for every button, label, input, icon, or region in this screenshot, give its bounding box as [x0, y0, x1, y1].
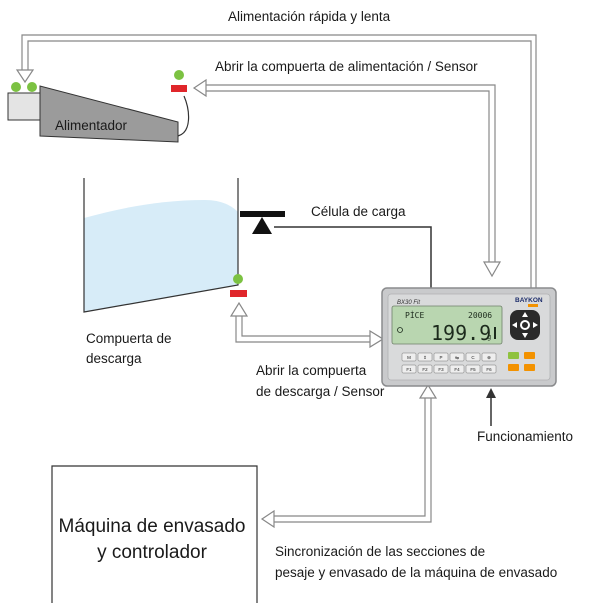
signal-bar-icon [494, 327, 496, 339]
keypad-key-label: F6 [486, 367, 492, 372]
keypad-key-label: F1 [406, 367, 412, 372]
label-discharge-gate-line1: Compuerta de [86, 331, 172, 346]
lcd-display [391, 305, 503, 345]
brand-swoosh [528, 304, 538, 307]
feed-gate-sensor [174, 70, 184, 80]
label-open-discharge-line1: Abrir la compuerta [256, 363, 367, 378]
weighing-hopper [83, 178, 247, 313]
hopper-walls [83, 178, 239, 313]
keypad-key-label: ⇆ [455, 355, 459, 360]
machine-label-line2: y controlador [97, 542, 208, 563]
side-key-right[interactable] [524, 364, 535, 371]
side-key-esc[interactable] [508, 352, 519, 359]
label-discharge-gate-line2: descarga [86, 351, 142, 366]
keypad-key-label: C [471, 355, 475, 360]
keypad-key[interactable] [401, 364, 417, 374]
side-key-enter[interactable] [524, 352, 535, 359]
lcd-unit: g [487, 333, 491, 341]
feeder-sensor-left [11, 82, 21, 92]
weighing-indicator: BX30 Fit BAYKON PİCE 20006 199.9 g M ⇕ P ⇆ C… [381, 287, 557, 387]
keypad-key-label: P [439, 355, 442, 360]
load-cell-bar [240, 211, 285, 217]
load-cell [240, 211, 285, 234]
keypad-key[interactable] [449, 352, 465, 362]
nav-left-icon[interactable] [512, 322, 517, 328]
label-operation: Funcionamiento [477, 429, 573, 444]
feed-control-loop-arrow [21, 34, 537, 288]
feeder [7, 70, 190, 143]
label-feeder: Alimentador [55, 118, 128, 133]
feed-gate-arrowhead-left [192, 78, 207, 98]
feeder-sensor-right [27, 82, 37, 92]
keypad-key[interactable] [433, 352, 449, 362]
discharge-arrowhead-right [369, 329, 385, 349]
label-load-cell: Célula de carga [311, 204, 406, 219]
sync-signal-arrow [274, 398, 432, 523]
label-open-discharge-line2: de descarga / Sensor [256, 384, 385, 399]
feed-loop-arrowhead [15, 69, 35, 84]
discharge-arrowhead-up [229, 301, 249, 317]
keypad-key-label: M [407, 355, 411, 360]
keypad-key-label: F4 [454, 367, 460, 372]
lcd-mode: PİCE [405, 310, 424, 320]
operation-arrow [486, 388, 496, 426]
side-key-left[interactable] [508, 364, 519, 371]
indicator-brand: BAYKON [515, 297, 543, 304]
sync-arrowhead-up [418, 383, 438, 399]
machine-outline [51, 465, 258, 603]
keypad-key-label: F3 [438, 367, 444, 372]
keypad-key[interactable] [481, 352, 497, 362]
label-open-feed-gate: Abrir la compuerta de alimentación / Sen… [215, 59, 478, 74]
keypad-key-label: F2 [422, 367, 428, 372]
feeder-motor-box [7, 92, 41, 121]
lcd-weight: 199.9 [431, 321, 491, 345]
keypad-key-label: F5 [470, 367, 476, 372]
sync-arrowhead-left [260, 509, 275, 529]
label-fast-slow-feed: Alimentación rápida y lenta [228, 9, 391, 24]
navigation-pad[interactable] [510, 310, 540, 340]
keypad-key[interactable] [449, 364, 465, 374]
nav-down-icon[interactable] [522, 333, 528, 338]
keypad-key[interactable] [417, 352, 433, 362]
discharge-gate-sensor [233, 274, 243, 284]
label-sync-line2: pesaje y envasado de la máquina de envas… [275, 565, 557, 580]
label-sync-line1: Sincronización de las secciones de [275, 544, 485, 559]
keypad-key[interactable] [481, 364, 497, 374]
feed-gate-actuator [171, 85, 187, 92]
hopper-product-fill [84, 200, 238, 312]
feed-gate-signal-arrow [206, 84, 496, 262]
packaging-machine: Máquina de envasado y controlador [51, 465, 258, 603]
load-cell-fulcrum [252, 217, 272, 234]
keypad-key[interactable] [433, 364, 449, 374]
discharge-gate-actuator [230, 290, 247, 297]
load-cell-cable [274, 226, 432, 290]
feed-gate-arrowhead-down [482, 261, 502, 278]
keypad-key-label: ⇕ [423, 355, 427, 360]
power-icon [397, 327, 403, 333]
keypad-key[interactable] [465, 352, 481, 362]
discharge-gate-signal-arrow [235, 314, 370, 343]
nav-right-icon[interactable] [533, 322, 538, 328]
keypad[interactable]: M ⇕ P ⇆ C ⊕ F1 F2 F3 F4 F5 F6 [401, 352, 497, 374]
keypad-key[interactable] [417, 364, 433, 374]
keypad-key[interactable] [401, 352, 417, 362]
machine-label-line1: Máquina de envasado [59, 516, 246, 537]
keypad-key[interactable] [465, 364, 481, 374]
lcd-count: 20006 [468, 311, 492, 320]
nav-up-icon[interactable] [522, 312, 528, 317]
indicator-model: BX30 Fit [397, 300, 420, 306]
feeder-cable [177, 95, 190, 137]
feeder-tray [39, 85, 179, 143]
keypad-key-label: ⊕ [487, 355, 491, 360]
